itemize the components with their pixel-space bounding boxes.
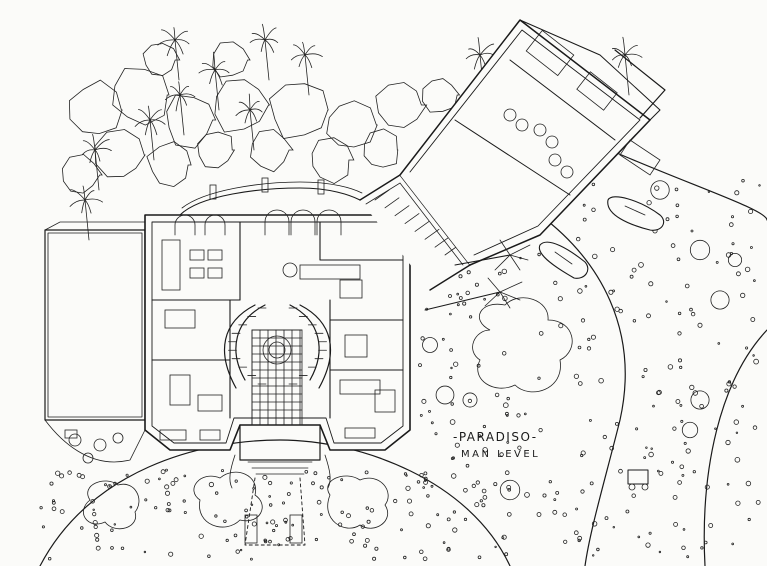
tree-canopy [197,131,236,169]
tree-canopy [142,43,181,76]
shrub [727,252,743,268]
shrub [690,390,710,410]
palm-tree-east-1 [454,239,531,271]
tree-canopy [363,128,399,168]
garden-path-dashed [244,477,306,546]
curved-staircase [223,304,332,389]
tree-canopy-group [61,41,461,194]
palm-tree [165,81,196,136]
tree-canopy [422,78,461,113]
tree-canopy [375,82,428,128]
small-shrubs [422,180,743,501]
garage-building [399,19,661,266]
cart-on-road [627,469,649,491]
shrub [499,479,521,501]
tree-canopy [326,100,378,148]
terrace-furniture [64,429,124,464]
palm-tree-east-2 [424,277,523,311]
palm-tree [69,185,103,241]
shrub [650,180,670,200]
palm-tree-group [69,23,643,241]
tree-canopy [212,41,251,78]
tree-canopy [146,141,192,188]
shrub-cluster-front [83,471,389,530]
palm-tree [235,93,263,151]
gravel-texture [39,178,761,562]
palm-tree [611,36,643,96]
driveway-left-curve [539,214,626,566]
tree-canopy [311,137,355,185]
tree-canopy [94,129,146,178]
drawing-title: -PARADISO- [453,430,538,444]
tree-canopy [268,83,329,139]
shrub [689,239,711,261]
shrub [710,290,730,310]
shrub [422,337,438,353]
shrub [462,392,478,408]
bicycle-group [503,108,574,179]
north-arcade [174,209,342,236]
tree-canopy [250,129,294,173]
tree-canopy [112,68,170,126]
drawing-subtitle: MAN LEVEL [461,449,541,460]
front-circle-drive [39,439,511,566]
interior-walls [151,221,404,419]
palm-tree [81,134,112,191]
shrub [435,385,455,405]
palm-tree [249,23,279,81]
car-near-garage [607,196,665,231]
palm-tree [198,51,230,111]
tree-canopy [214,79,271,133]
central-hall-floor [251,329,303,426]
carport [614,49,666,176]
car-on-driveway [538,241,589,279]
palm-tree [134,105,166,161]
shrub [681,421,699,439]
tree-canopy [68,79,123,135]
tree-canopy [166,94,217,149]
driveway-right-curve [609,149,767,566]
main-house-outline [144,214,411,451]
garden-wall [179,177,363,216]
entrance-steps [229,424,331,489]
furniture-group [159,239,396,441]
palm-tree [290,41,323,96]
west-terrace [44,221,151,463]
shrub-cluster-east [472,297,573,393]
palm-tree [157,27,190,81]
